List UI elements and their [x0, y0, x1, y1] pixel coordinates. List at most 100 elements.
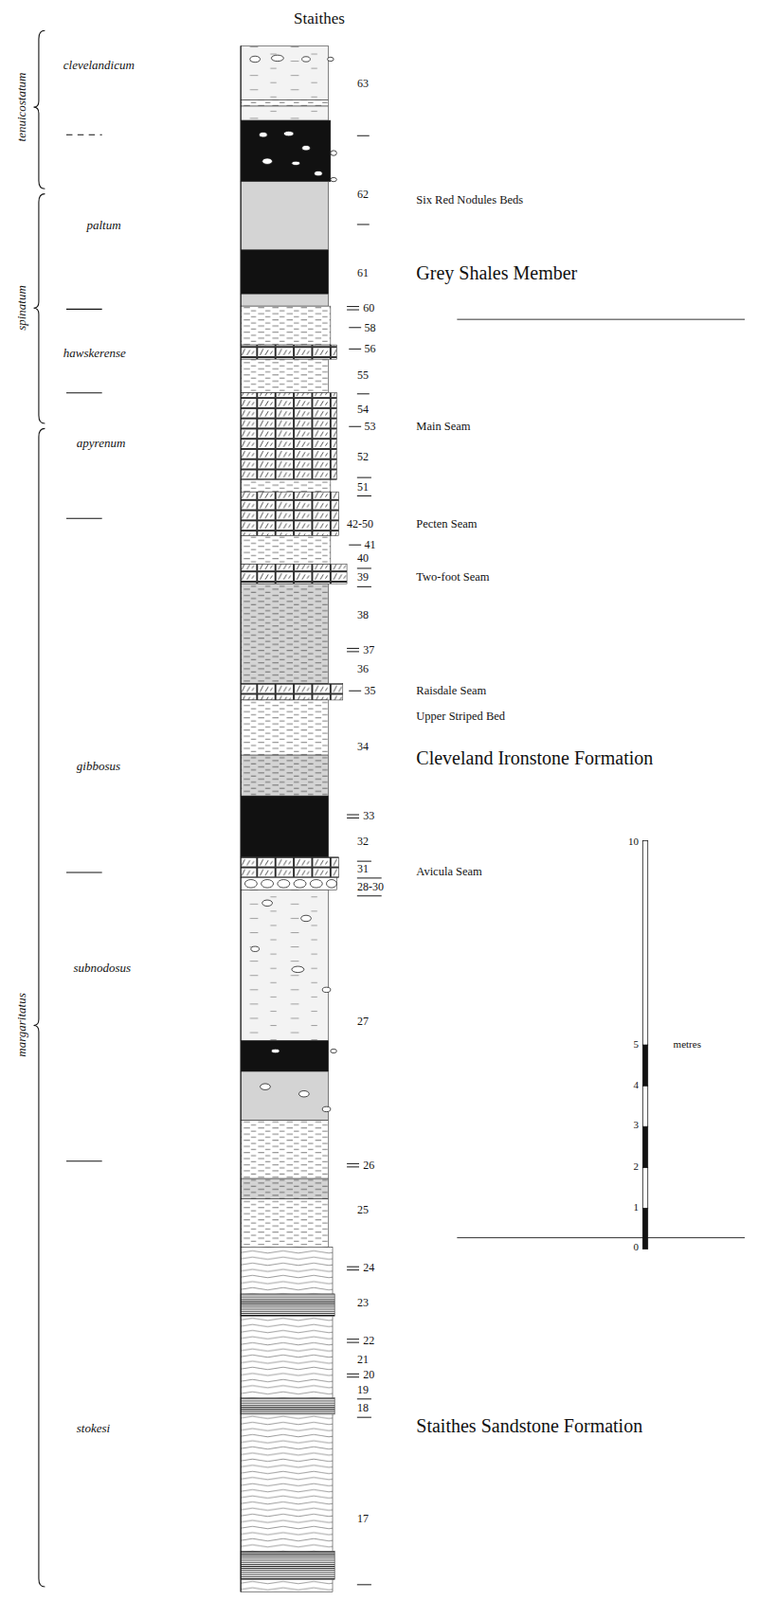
lithology-bed: [240, 684, 343, 701]
scale-bar: [642, 1085, 648, 1127]
subzone-boundary: [66, 392, 103, 394]
lithology-bed: [240, 293, 329, 307]
subzone-boundary: [66, 871, 103, 873]
nodule: [330, 150, 337, 156]
scale-label: 0: [633, 1241, 640, 1252]
seam-name: Raisdale Seam: [415, 685, 487, 698]
scale-bar: [642, 1167, 648, 1209]
seam-name: Main Seam: [415, 420, 470, 434]
zone-brace: [34, 30, 46, 189]
nodule: [270, 1048, 280, 1053]
bed-number: 36: [357, 663, 369, 675]
nodule: [293, 880, 307, 889]
bed-tick: [346, 1373, 360, 1375]
bed-tick: [348, 348, 361, 350]
lithology-bed: [240, 45, 329, 100]
lithology-bed: [240, 564, 347, 584]
bed-number: 32: [357, 835, 369, 848]
scale-label: 4: [633, 1079, 640, 1090]
nodule: [250, 55, 261, 62]
scale-bar: [642, 1208, 648, 1249]
bed-tick: [346, 1338, 360, 1340]
column-edge: [240, 45, 242, 1592]
seam-name: Upper Striped Bed: [415, 710, 506, 723]
bed-number: 28-30: [357, 881, 384, 893]
bed-tick: [348, 544, 361, 546]
nodule: [309, 880, 323, 889]
bed-tick: [357, 393, 370, 395]
bed-tick: [357, 1417, 372, 1419]
unit-name: Staithes Sandstone Formation: [415, 1416, 643, 1436]
subzone-name: subnodosus: [73, 960, 132, 974]
lithology-bed: [240, 700, 329, 756]
bed-tick: [348, 690, 361, 692]
bed-tick: [346, 814, 360, 816]
scale-bar: [642, 1126, 648, 1168]
formation-divider: [456, 319, 745, 321]
subzone-boundary: [66, 518, 103, 520]
nodule: [298, 1090, 309, 1097]
scale-label: 2: [633, 1160, 640, 1172]
seam-name: Two-foot Seam: [415, 571, 489, 584]
subzone-boundary: [66, 1160, 103, 1162]
bed-number: 21: [357, 1353, 369, 1366]
bed-tick: [346, 1342, 360, 1344]
bed-tick: [357, 586, 372, 588]
subzone-name: paltum: [87, 217, 122, 231]
bed-number: 39: [357, 571, 369, 583]
bed-tick: [346, 1376, 360, 1378]
subzone-name: apyrenum: [76, 436, 127, 450]
bed-number: 27: [357, 1015, 369, 1028]
nodule: [260, 1083, 271, 1090]
bed-tick: [346, 1163, 360, 1165]
lithology-bed: [240, 393, 337, 481]
bed-tick: [357, 1398, 372, 1400]
bed-tick: [357, 895, 382, 897]
bed-tick: [346, 650, 360, 652]
bed-number: 19: [357, 1384, 369, 1396]
scale-label: 1: [633, 1201, 640, 1212]
nodule: [291, 161, 301, 165]
lithology-bed: [240, 857, 339, 879]
bed-number: 25: [357, 1204, 369, 1216]
bed-tick: [357, 135, 370, 137]
bed-number: 35: [363, 685, 376, 697]
lithology-bed: [240, 344, 337, 360]
lithology-bed: [240, 100, 329, 107]
lithology-bed: [240, 181, 329, 251]
lithology-bed: [240, 1199, 329, 1248]
lithology-bed: [240, 1120, 329, 1179]
bed-tick: [357, 1584, 372, 1586]
bed-tick: [348, 426, 361, 428]
nodule: [302, 56, 311, 62]
bed-number: 33: [362, 810, 375, 822]
lithology-bed: [240, 795, 329, 858]
subzone-name: gibbosus: [76, 758, 121, 772]
bed-number: 55: [357, 369, 369, 381]
lithology-bed: [240, 306, 331, 345]
subzone-boundary: [66, 308, 103, 310]
subzone-name: hawskerense: [63, 345, 127, 359]
bed-tick: [357, 861, 372, 863]
zone-brace: [34, 194, 46, 424]
lithology-bed: [240, 583, 329, 685]
subzone-name: stokesi: [76, 1422, 110, 1435]
bed-tick: [348, 326, 361, 328]
nodule: [262, 158, 273, 164]
lithology-bed: [240, 106, 329, 121]
bed-tick: [357, 567, 372, 569]
nodule: [302, 144, 311, 150]
bed-tick: [346, 309, 360, 311]
lithology-bed: [240, 1294, 335, 1318]
nodule: [327, 56, 334, 61]
bed-number: 40: [357, 552, 369, 564]
unit-name: Grey Shales Member: [415, 263, 578, 283]
bed-tick: [346, 817, 360, 819]
bed-number: 34: [357, 740, 369, 753]
bed-number: 38: [357, 609, 369, 621]
nodule: [326, 880, 338, 889]
zone-name: tenuicostatum: [14, 72, 27, 143]
bed-number: 61: [357, 267, 369, 279]
bed-number: 18: [357, 1402, 369, 1414]
